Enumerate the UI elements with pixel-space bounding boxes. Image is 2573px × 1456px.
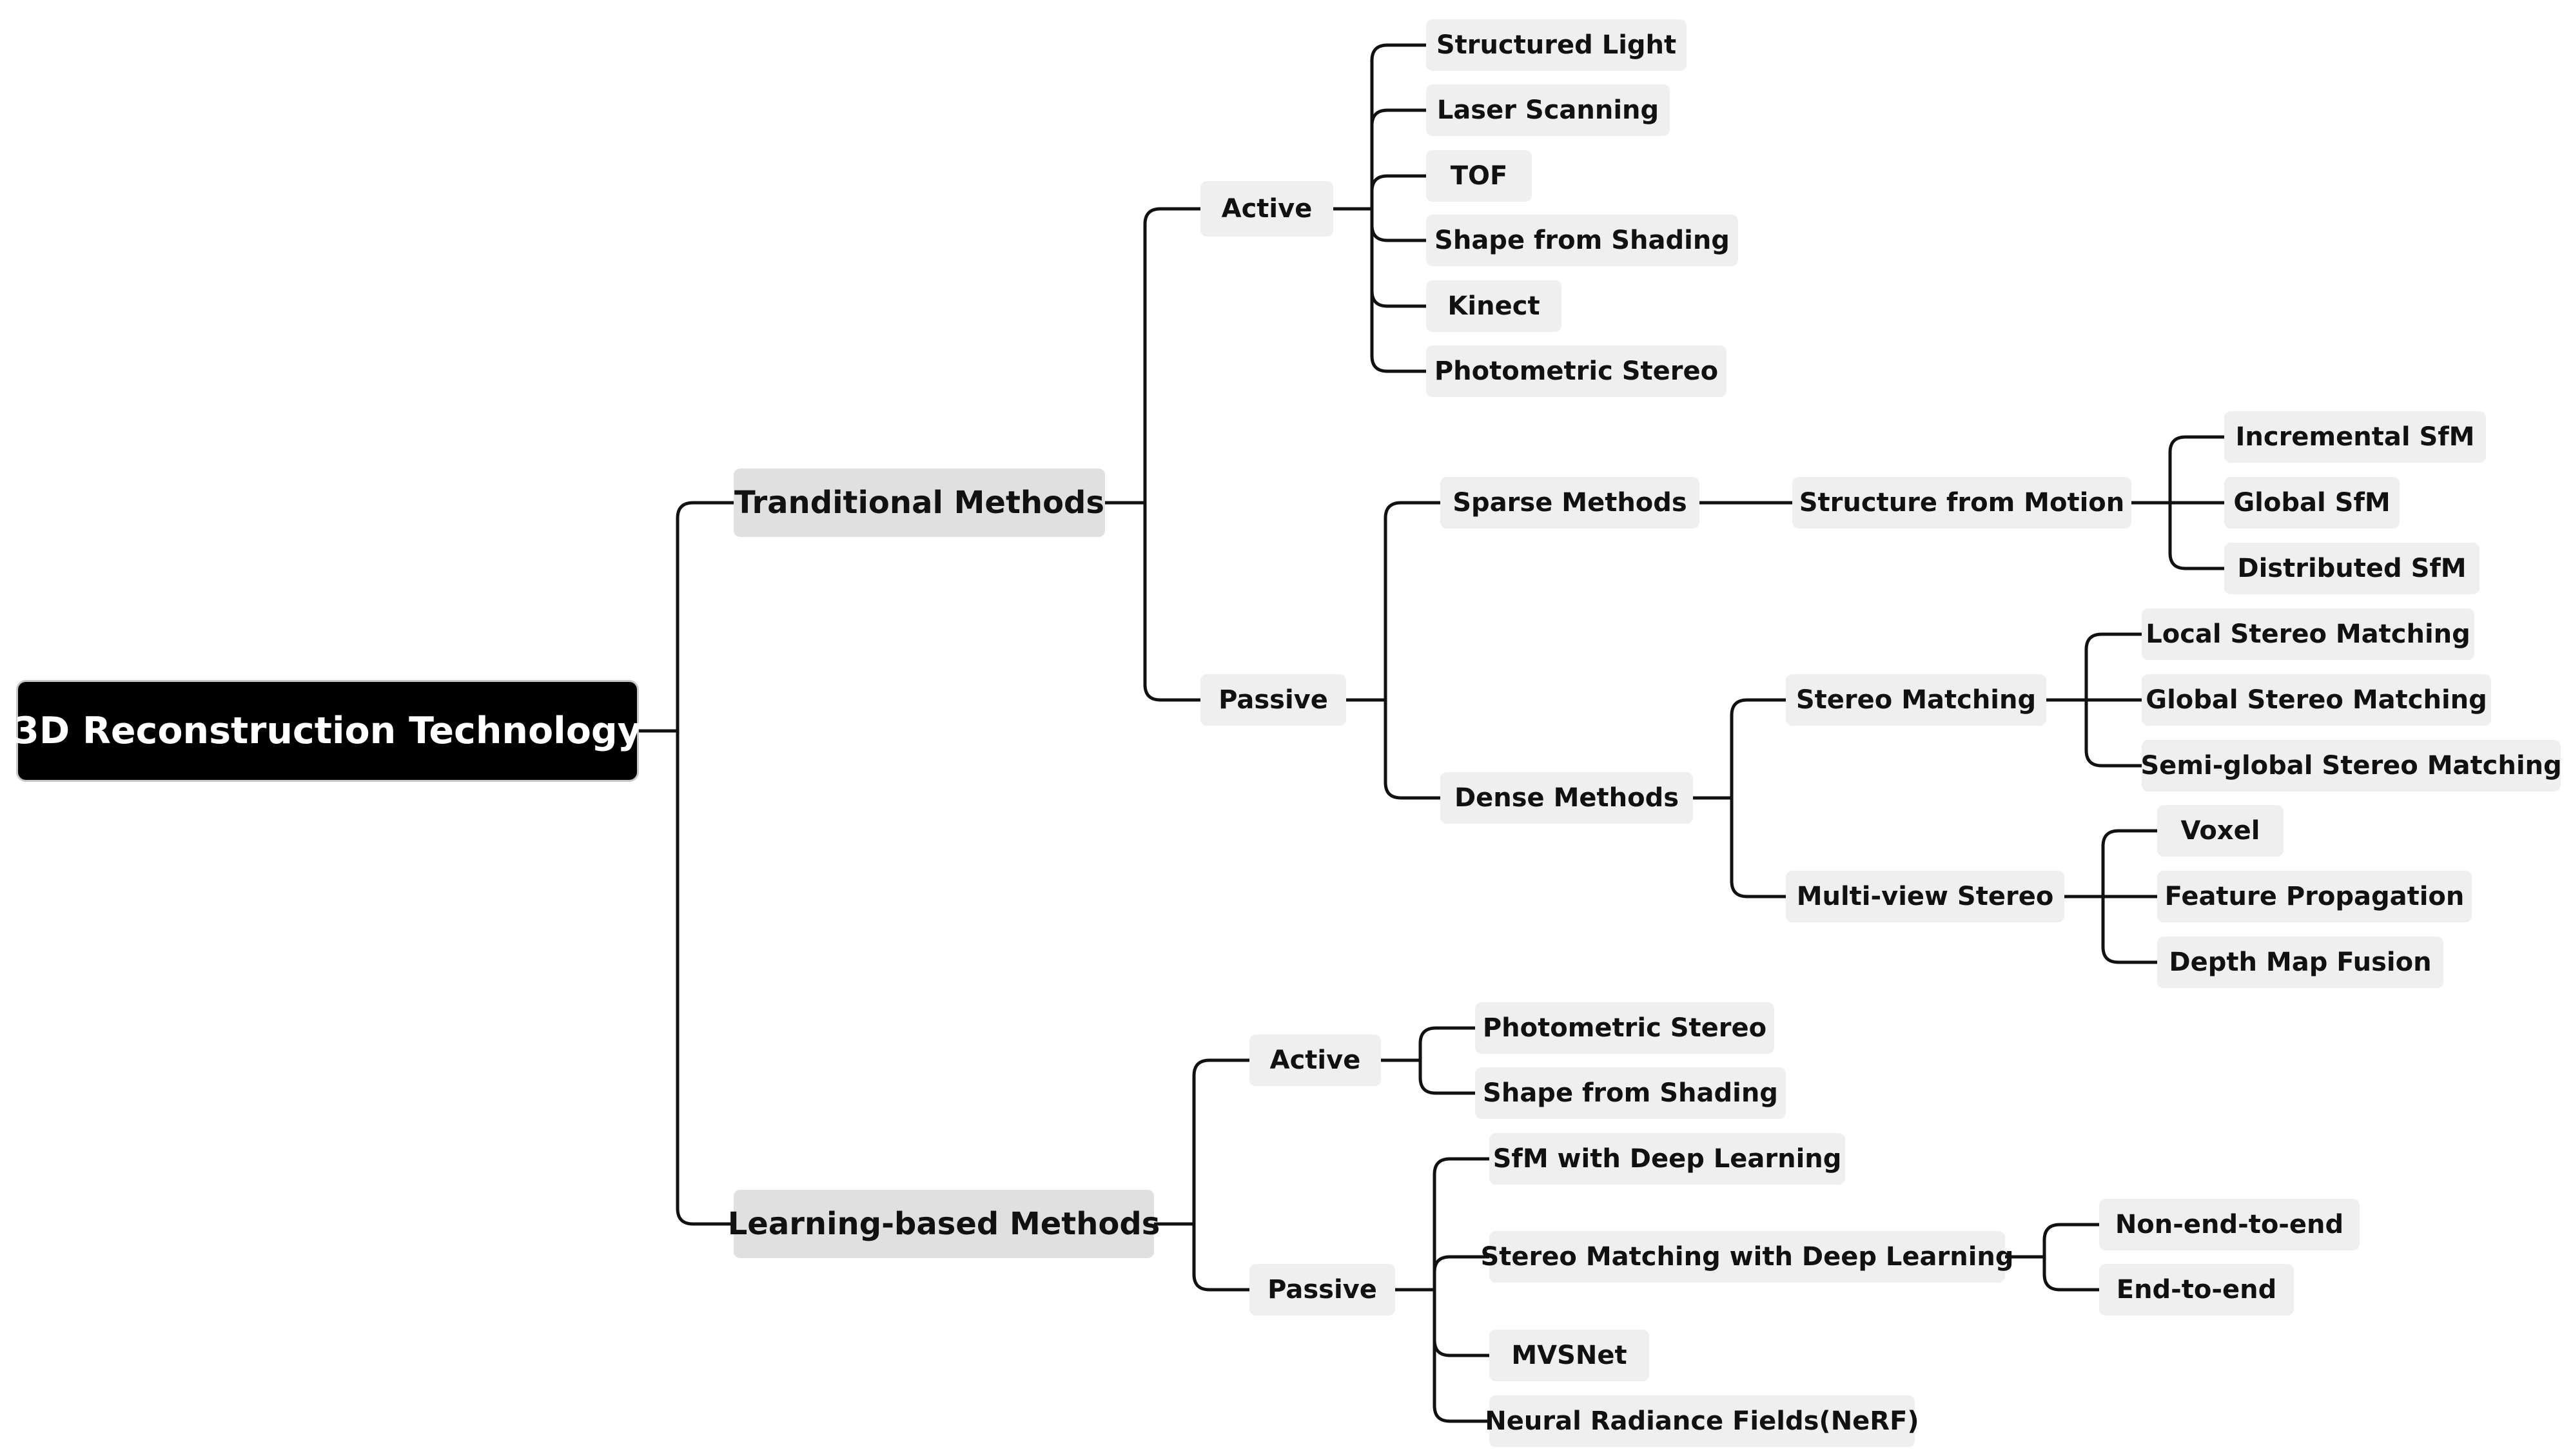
connector-passive-to-dense-methods (1344, 698, 1442, 800)
active-structured-light-node[interactable]: Structured Light (1426, 19, 1687, 71)
connector-stereo-matching-with-deep-learning-to-non-end-to-end (2003, 1223, 2101, 1259)
connector-active-to-shape-from-shading (1331, 207, 1428, 242)
structure-from-motion-distributed-sfm-node[interactable]: Distributed SfM (2224, 543, 2480, 594)
dense-methods-stereo-matching-node[interactable]: Stereo Matching (1786, 674, 2046, 726)
connector-active-to-tof (1331, 174, 1428, 211)
connector-stereo-matching-to-local-stereo-matching (2044, 632, 2144, 702)
root-node[interactable]: 3D Reconstruction Technology (14, 682, 641, 780)
connector-stereo-matching-with-deep-learning-to-end-to-end (2003, 1255, 2101, 1292)
active-photometric-stereo-node[interactable]: Photometric Stereo (1475, 1002, 1774, 1054)
active-photometric-stereo-node[interactable]: Photometric Stereo (1426, 345, 1727, 397)
multi-view-stereo-depth-map-fusion-node[interactable]: Depth Map Fusion (2157, 937, 2443, 988)
sparse-methods-structure-from-motion-node[interactable]: Structure from Motion (1792, 477, 2131, 529)
structure-from-motion-global-sfm-node[interactable]: Global SfM (2224, 477, 2400, 529)
connector-3d-reconstruction-technology-to-learning-based-methods (635, 729, 736, 1226)
connector-active-to-structured-light (1331, 43, 1428, 211)
stereo-matching-semi-global-stereo-matching-node[interactable]: Semi-global Stereo Matching (2140, 740, 2562, 791)
tranditional-methods-passive-node[interactable]: Passive (1200, 674, 1346, 726)
learning-based-methods-node[interactable]: Learning-based Methods (728, 1190, 1160, 1258)
connector-multi-view-stereo-to-depth-map-fusion (2062, 895, 2159, 964)
connector-active-to-shape-from-shading (1379, 1058, 1477, 1095)
connector-passive-to-sfm-with-deep-learning (1393, 1157, 1491, 1292)
passive-sfm-with-deep-learning-node[interactable]: SfM with Deep Learning (1489, 1133, 1845, 1185)
connector-dense-methods-to-multi-view-stereo (1691, 796, 1788, 898)
passive-sparse-methods-node[interactable]: Sparse Methods (1440, 477, 1699, 529)
connector-learning-based-methods-to-passive (1152, 1222, 1251, 1292)
passive-neural-radiance-fields-nerf-node[interactable]: Neural Radiance Fields(NeRF) (1485, 1395, 1919, 1447)
connector-passive-to-stereo-matching-with-deep-learning (1393, 1255, 1491, 1292)
connector-active-to-photometric-stereo (1331, 207, 1428, 373)
connector-passive-to-mvsnet (1393, 1288, 1491, 1357)
passive-stereo-matching-with-deep-learning-node[interactable]: Stereo Matching with Deep Learning (1481, 1231, 2014, 1283)
connector-passive-to-neural-radiance-fields-nerf (1393, 1288, 1491, 1423)
learning-based-methods-active-node[interactable]: Active (1249, 1034, 1381, 1086)
connector-active-to-laser-scanning (1331, 108, 1428, 211)
stereo-matching-global-stereo-matching-node[interactable]: Global Stereo Matching (2142, 674, 2491, 726)
stereo-matching-local-stereo-matching-node[interactable]: Local Stereo Matching (2142, 608, 2474, 660)
connector-learning-based-methods-to-active (1152, 1058, 1251, 1226)
dense-methods-multi-view-stereo-node[interactable]: Multi-view Stereo (1786, 871, 2064, 922)
connector-active-to-kinect (1331, 207, 1428, 308)
stereo-matching-with-deep-learning-end-to-end-node[interactable]: End-to-end (2099, 1264, 2294, 1315)
connector-dense-methods-to-stereo-matching (1691, 698, 1788, 800)
active-tof-node[interactable]: TOF (1426, 150, 1532, 202)
passive-dense-methods-node[interactable]: Dense Methods (1440, 772, 1693, 824)
connector-tranditional-methods-to-passive (1103, 501, 1202, 702)
connector-passive-to-sparse-methods (1344, 501, 1442, 702)
connector-tranditional-methods-to-active (1103, 207, 1202, 505)
active-laser-scanning-node[interactable]: Laser Scanning (1426, 84, 1670, 136)
active-shape-from-shading-node[interactable]: Shape from Shading (1475, 1067, 1786, 1119)
connector-active-to-photometric-stereo (1379, 1026, 1477, 1062)
connector-structure-from-motion-to-incremental-sfm (2129, 435, 2226, 505)
stereo-matching-with-deep-learning-non-end-to-end-node[interactable]: Non-end-to-end (2099, 1199, 2360, 1250)
passive-mvsnet-node[interactable]: MVSNet (1489, 1330, 1649, 1381)
learning-based-methods-passive-node[interactable]: Passive (1249, 1264, 1395, 1315)
multi-view-stereo-feature-propagation-node[interactable]: Feature Propagation (2157, 871, 2472, 922)
connector-3d-reconstruction-technology-to-tranditional-methods (635, 501, 736, 733)
connector-structure-from-motion-to-distributed-sfm (2129, 501, 2226, 570)
connector-multi-view-stereo-to-voxel (2062, 829, 2159, 898)
structure-from-motion-incremental-sfm-node[interactable]: Incremental SfM (2224, 411, 2486, 463)
multi-view-stereo-voxel-node[interactable]: Voxel (2157, 805, 2284, 857)
connector-stereo-matching-to-semi-global-stereo-matching (2044, 698, 2144, 768)
tranditional-methods-node[interactable]: Tranditional Methods (734, 469, 1105, 537)
active-kinect-node[interactable]: Kinect (1426, 280, 1561, 332)
tranditional-methods-active-node[interactable]: Active (1200, 181, 1333, 237)
active-shape-from-shading-node[interactable]: Shape from Shading (1426, 215, 1738, 266)
